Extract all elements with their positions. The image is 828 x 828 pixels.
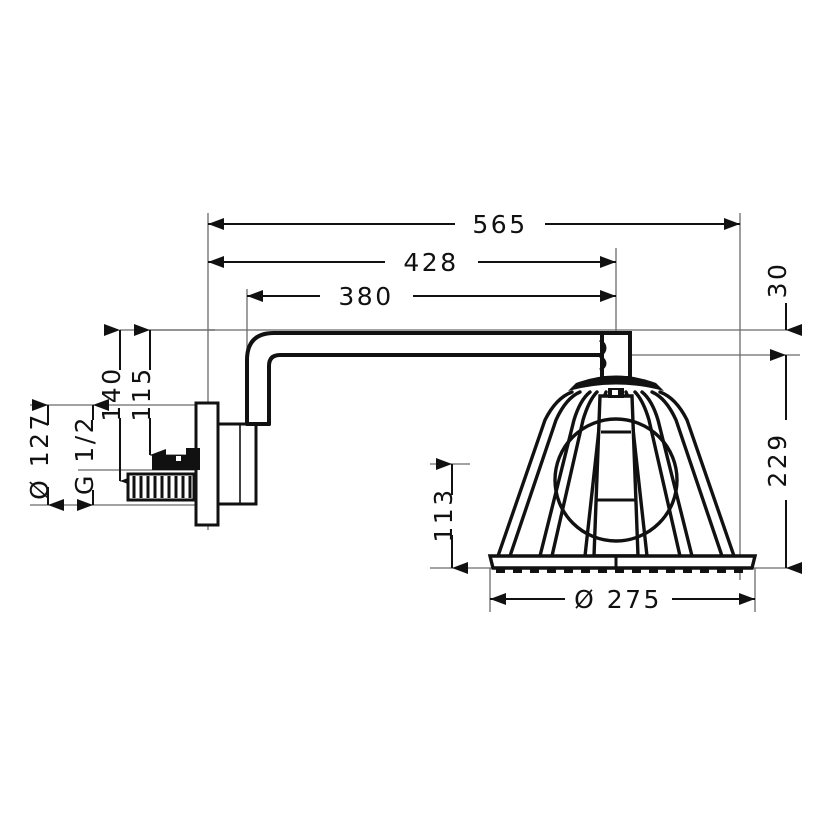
dimension-label-127: Ø 127 <box>25 412 54 500</box>
g12-thread-hatch <box>132 476 192 498</box>
dimension-label-30: 30 <box>763 262 792 299</box>
dimension-label-380: 380 <box>338 282 393 311</box>
dimension-label-275: Ø 275 <box>574 585 662 614</box>
spray-plate-rim <box>487 554 758 570</box>
shower-head <box>487 375 758 573</box>
mount-boss <box>216 422 258 506</box>
column-collar-hole <box>612 390 618 395</box>
wall-mount-assembly <box>126 401 258 527</box>
joint-flex-detail <box>597 338 607 372</box>
dimension-label-115: 115 <box>127 366 156 421</box>
head-stem <box>600 331 632 380</box>
dimension-label-140: 140 <box>97 366 126 421</box>
arm-outer-edge <box>245 331 612 426</box>
center-column <box>592 388 640 558</box>
dimension-label-565: 565 <box>472 210 527 239</box>
head-stem-assembly <box>597 331 632 380</box>
arm-inner-edge <box>267 353 612 426</box>
spray-nozzles <box>496 567 743 573</box>
dimension-label-g12: G 1/2 <box>70 415 99 495</box>
bulb-circle <box>553 417 679 543</box>
inlet-fitting-hole <box>176 456 181 461</box>
vertical-dimension-lines <box>32 303 802 574</box>
horizontal-dimension-lines <box>208 218 755 605</box>
dimension-label-229: 229 <box>763 432 792 487</box>
shower-arm <box>245 331 612 426</box>
dimension-label-113: 113 <box>429 487 458 542</box>
dimension-label-428: 428 <box>403 248 458 277</box>
head-top-cap <box>568 375 664 391</box>
